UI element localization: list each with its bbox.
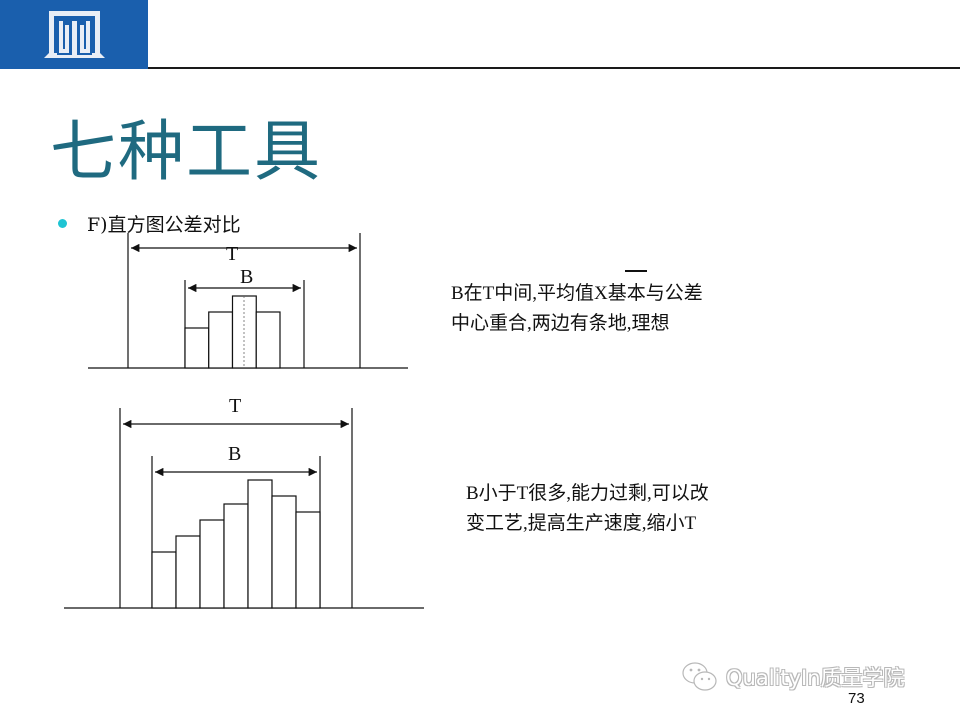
histogram-bar [295, 511, 321, 609]
bullet-text: F)直方图公差对比 [87, 213, 241, 236]
histogram-bar [175, 535, 201, 609]
histogram-centered [88, 233, 408, 369]
slide-title: 七种工具 [50, 113, 322, 190]
histogram-narrow [64, 408, 424, 609]
watermark: QualityIn质量学院 [680, 660, 905, 694]
histogram-bar [184, 327, 210, 369]
pillar-gate-logo-icon [44, 11, 105, 58]
wechat-icon [682, 662, 717, 691]
spread-label: B [240, 266, 253, 288]
histogram-bar [271, 495, 297, 609]
histogram-bar [199, 519, 225, 609]
description-line: B小于T很多,能力过剩,可以改 [466, 483, 709, 504]
histogram-bar [208, 311, 234, 369]
bullet-item: F)直方图公差对比 [58, 208, 241, 238]
description-centered: B在T中间,平均值X基本与公差 中心重合,两边有条地,理想 [451, 279, 703, 339]
x-bar-overline [625, 270, 647, 272]
histogram-bars [184, 295, 281, 369]
description-narrow: B小于T很多,能力过剩,可以改 变工艺,提高生产速度,缩小T [466, 479, 709, 539]
bullet-dot-icon [58, 218, 67, 228]
spread-label: B [228, 443, 241, 465]
histogram-bars [151, 479, 321, 609]
histogram-bar [151, 551, 177, 609]
tolerance-label: T [226, 243, 238, 265]
histogram-bar [255, 311, 281, 369]
tolerance-label: T [229, 395, 241, 417]
description-line: B在T中间,平均值X基本与公差 [451, 283, 703, 304]
page-number: 73 [848, 690, 865, 707]
description-line: 变工艺,提高生产速度,缩小T [466, 513, 697, 534]
description-line: 中心重合,两边有条地,理想 [451, 313, 670, 334]
histogram-bar [247, 479, 273, 609]
watermark-text: QualityIn质量学院 [726, 666, 905, 690]
header-logo-block [0, 0, 148, 69]
header-divider [148, 67, 960, 69]
histogram-bar [223, 503, 249, 609]
